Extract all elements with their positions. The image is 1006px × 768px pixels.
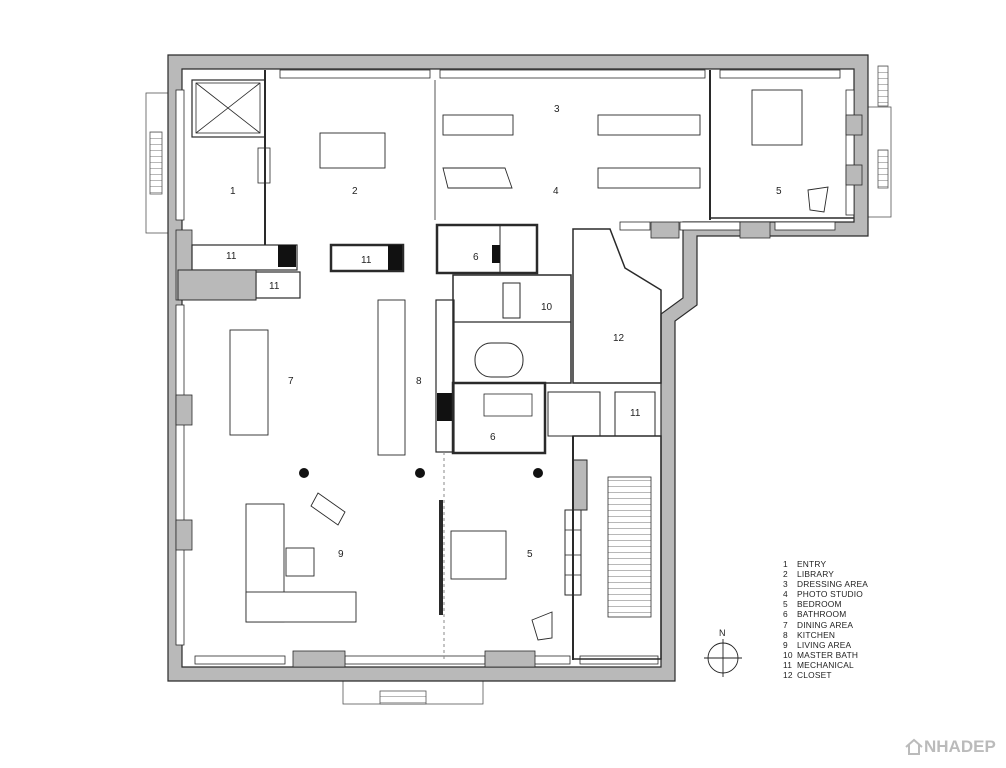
exterior-walls	[167, 54, 869, 682]
room-label-studio: 4	[553, 186, 559, 197]
room-label-dressing: 3	[554, 104, 560, 115]
room-label-kitchen: 8	[416, 376, 422, 387]
room-label-living: 9	[338, 549, 344, 560]
room-label-mech-a: 11	[226, 251, 237, 262]
room-label-entry: 1	[230, 186, 236, 197]
room-label-closet: 12	[613, 333, 625, 344]
room-label-dining: 7	[288, 376, 294, 387]
columns	[299, 468, 543, 478]
watermark: NHADEP	[904, 737, 996, 757]
watermark-text: NHADEP	[924, 737, 996, 756]
north-arrow: N	[703, 627, 743, 677]
room-label-mech-d: 11	[630, 408, 641, 419]
room-label-bedroom-s: 5	[527, 549, 533, 560]
room-label-library: 2	[352, 186, 358, 197]
north-label: N	[719, 628, 726, 638]
room-label-bath-top: 6	[473, 252, 479, 263]
room-label-master-bath: 10	[541, 302, 553, 313]
room-label-mech-c: 11	[269, 281, 280, 292]
house-icon	[905, 738, 923, 755]
exterior-balconies	[145, 65, 892, 705]
furniture	[229, 89, 829, 641]
room-labels: 1 2 3 4 5 6 11 11 11 10 12 7 8 6 11 9 5	[226, 104, 782, 560]
room-label-bedroom-ne: 5	[776, 186, 782, 197]
interior-walls	[177, 70, 854, 660]
room-label-mech-b: 11	[361, 255, 372, 266]
room-label-bath-mid: 6	[490, 432, 496, 443]
